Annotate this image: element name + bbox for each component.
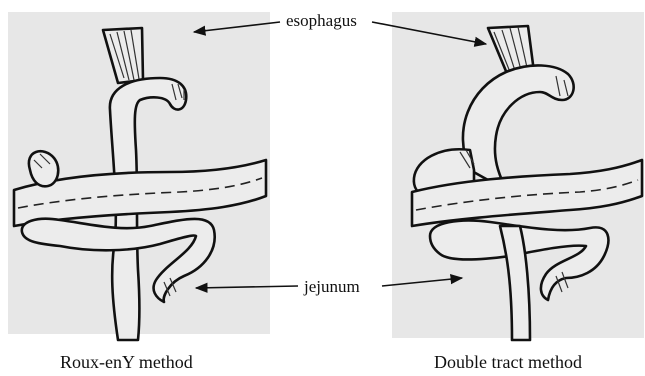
label-esophagus: esophagus [286, 11, 357, 30]
caption-roux-en-y: Roux-enY method [60, 352, 193, 372]
duodenal-stump [29, 151, 58, 186]
panel-double-tract [392, 12, 644, 340]
panel-roux-en-y [8, 12, 270, 340]
label-jejunum: jejunum [303, 277, 360, 296]
caption-double-tract: Double tract method [434, 352, 582, 372]
